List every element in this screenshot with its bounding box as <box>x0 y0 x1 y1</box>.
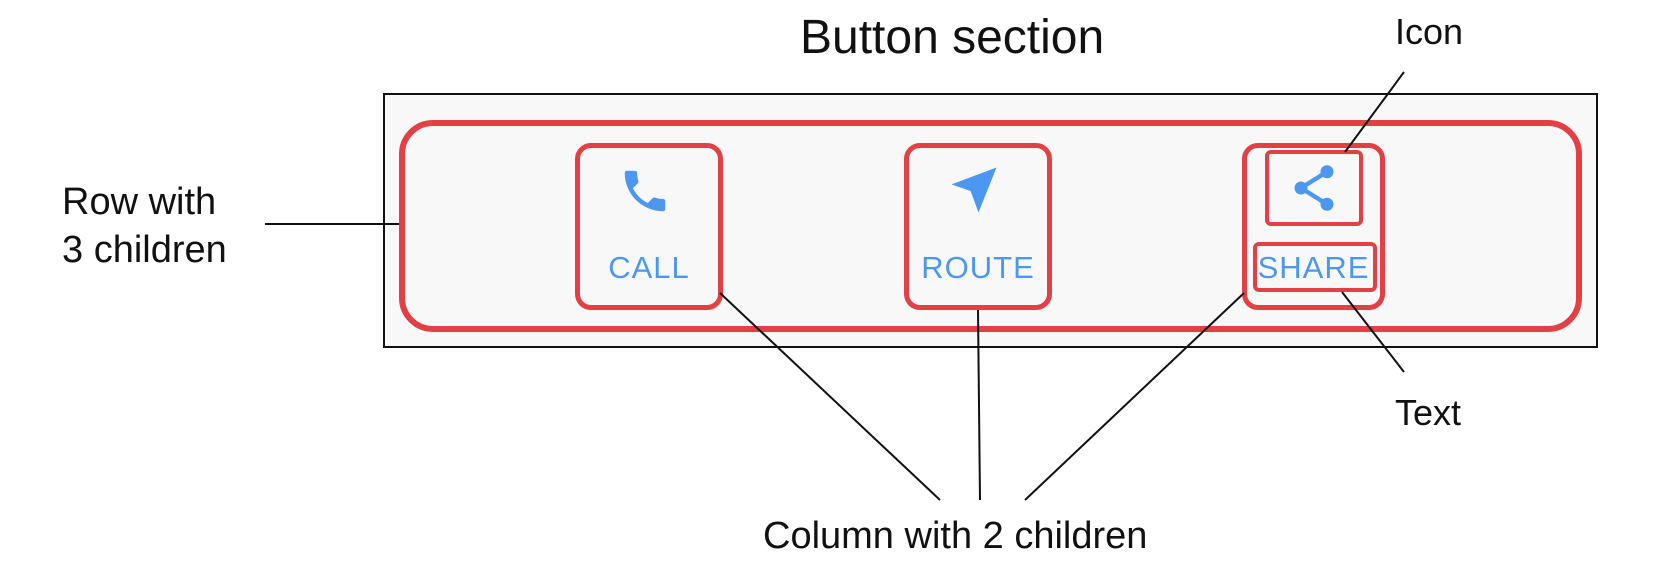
text-annotation-label: Text <box>1395 392 1462 433</box>
call-column-highlight-box <box>575 143 723 310</box>
phone-icon[interactable] <box>618 160 672 222</box>
share-icon-highlight-box <box>1265 150 1363 226</box>
icon-connector-line <box>1344 71 1405 153</box>
route-column-connector-line <box>977 309 981 501</box>
call-button-label[interactable]: CALL <box>608 250 690 285</box>
row-highlight-box <box>399 120 1582 332</box>
share-text-highlight-box <box>1253 242 1377 292</box>
share-column-highlight-box <box>1242 143 1385 310</box>
row-annotation-label: Row with 3 children <box>62 181 227 271</box>
share-button-label[interactable]: SHARE <box>1257 250 1370 285</box>
icon-annotation-label: Icon <box>1395 11 1464 52</box>
text-connector-line <box>1341 291 1405 373</box>
call-column-connector-line <box>719 292 941 501</box>
column-annotation-label: Column with 2 children <box>763 515 1148 557</box>
route-column-highlight-box <box>904 143 1052 310</box>
share-icon[interactable] <box>1288 158 1340 218</box>
navigation-arrow-icon[interactable] <box>947 163 1001 217</box>
diagram-title: Button section <box>800 11 1105 64</box>
share-column-connector-line <box>1024 292 1245 501</box>
route-button-label[interactable]: ROUTE <box>921 250 1035 285</box>
